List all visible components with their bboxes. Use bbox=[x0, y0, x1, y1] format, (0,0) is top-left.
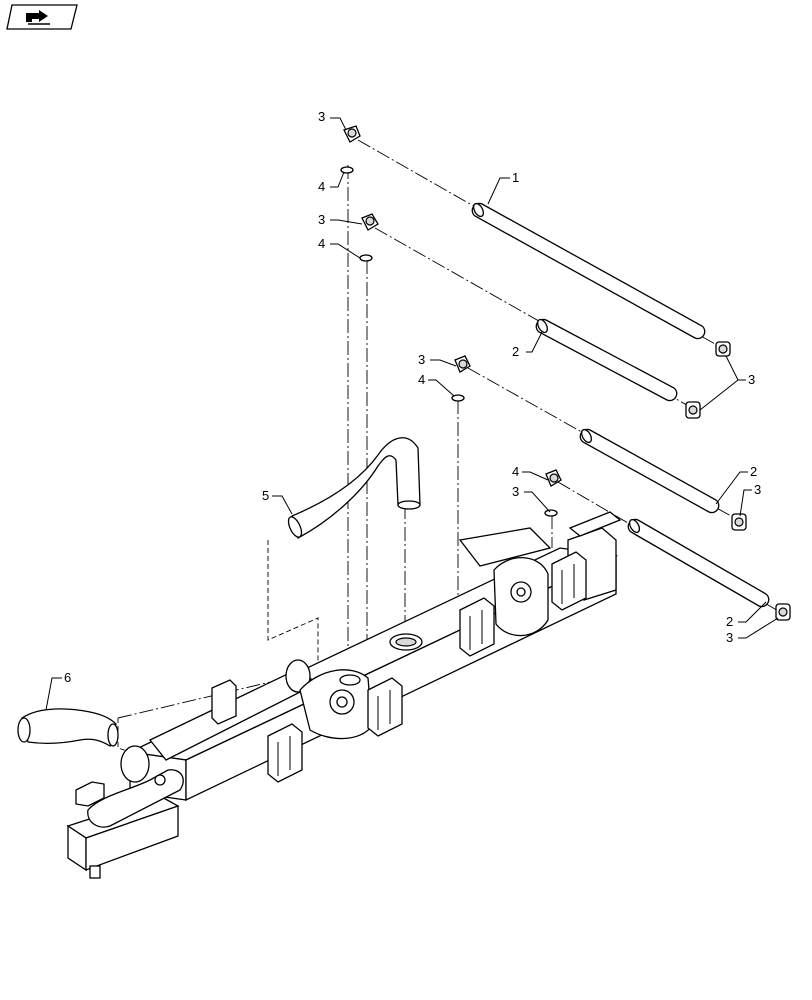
callout-3: 3 bbox=[318, 212, 325, 227]
leader-lines bbox=[45, 117, 779, 711]
hose-2-upper bbox=[535, 318, 678, 402]
hose-2-lower bbox=[627, 518, 770, 608]
callout-4: 4 bbox=[318, 179, 325, 194]
fitting-3-top-2 bbox=[361, 213, 379, 231]
fitting-3-top-1 bbox=[343, 125, 361, 143]
callout-4: 3 bbox=[512, 484, 519, 499]
mounting-bracket-5 bbox=[211, 679, 237, 725]
fitting-3-mid bbox=[454, 355, 471, 373]
fitting-3-right-3 bbox=[731, 513, 747, 531]
callout-4: 4 bbox=[418, 372, 425, 387]
clamp-4-mid bbox=[451, 394, 465, 402]
callout-3: 3 bbox=[418, 352, 425, 367]
callout-3: 4 bbox=[512, 464, 519, 479]
fitting-3-low bbox=[545, 469, 562, 487]
fitting-3-right-4 bbox=[775, 603, 791, 621]
callout-3: 3 bbox=[726, 630, 733, 645]
hose-1 bbox=[471, 202, 706, 340]
boom-frame bbox=[66, 511, 622, 879]
mounting-bracket-4 bbox=[551, 551, 587, 611]
mounting-bracket-1 bbox=[267, 723, 303, 783]
callout-4: 4 bbox=[318, 236, 325, 251]
fitting-3-right-1 bbox=[715, 341, 731, 357]
callout-2: 2 bbox=[726, 614, 733, 629]
callout-5: 5 bbox=[262, 488, 269, 503]
callout-2: 2 bbox=[512, 344, 519, 359]
fitting-3-right-2 bbox=[685, 401, 701, 419]
clamp-4-top-1 bbox=[340, 166, 354, 174]
callout-3: 3 bbox=[748, 372, 755, 387]
callout-3: 3 bbox=[754, 482, 761, 497]
page-arrow-icon bbox=[6, 4, 78, 30]
clamp-4-low bbox=[544, 509, 558, 517]
clamp-4-top-2 bbox=[359, 254, 373, 262]
next-page-button[interactable] bbox=[6, 4, 78, 30]
callout-1: 1 bbox=[512, 170, 519, 185]
callout-2: 2 bbox=[750, 464, 757, 479]
hose-2-middle bbox=[579, 428, 720, 514]
elbow-hose-6 bbox=[17, 708, 119, 747]
callout-3: 3 bbox=[318, 109, 325, 124]
callout-6: 6 bbox=[64, 670, 71, 685]
callout-labels: 3 4 3 4 1 2 3 3 4 2 3 4 3 5 2 3 6 bbox=[64, 109, 761, 685]
mounting-bracket-3 bbox=[459, 597, 495, 657]
elbow-hose-5 bbox=[287, 437, 421, 539]
mounting-bracket-2 bbox=[367, 677, 403, 737]
